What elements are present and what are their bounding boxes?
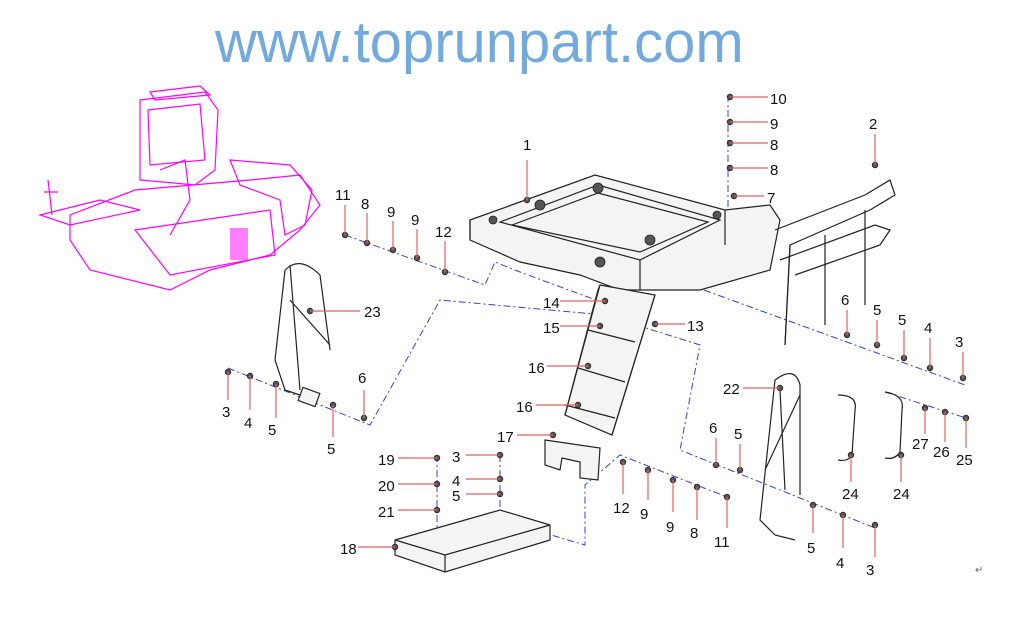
callout-2: 2 — [869, 116, 877, 133]
callout-7: 7 — [767, 190, 775, 207]
callout-6: 6 — [709, 420, 717, 437]
callout-4: 4 — [924, 320, 932, 337]
grille — [230, 228, 248, 260]
callout-21: 21 — [378, 504, 395, 521]
callout-19: 19 — [378, 452, 395, 469]
return-mark: ↵ — [975, 565, 983, 576]
callout-5: 5 — [807, 540, 815, 557]
right-handrail — [774, 179, 896, 346]
callout-10: 10 — [770, 91, 787, 108]
callout-5: 5 — [734, 426, 742, 443]
callout-3: 3 — [866, 562, 874, 579]
callout-5: 5 — [873, 302, 881, 319]
callout-5: 5 — [268, 422, 276, 439]
callout-5: 5 — [452, 488, 460, 505]
grab-handles — [837, 391, 903, 462]
callout-9: 9 — [387, 204, 395, 221]
callout-17: 17 — [497, 429, 514, 446]
callout-1: 1 — [523, 137, 531, 154]
callout-3: 3 — [955, 334, 963, 351]
callout-5: 5 — [898, 312, 906, 329]
callout-20: 20 — [378, 478, 395, 495]
callout-15: 15 — [543, 320, 560, 337]
callout-14: 14 — [543, 295, 560, 312]
callout-22: 22 — [723, 381, 740, 398]
callout-8: 8 — [361, 196, 369, 213]
callout-8: 8 — [770, 162, 778, 179]
callout-16: 16 — [516, 399, 533, 416]
callout-5: 5 — [327, 441, 335, 458]
callout-24: 24 — [893, 486, 910, 503]
callout-4: 4 — [452, 473, 460, 490]
callout-26: 26 — [933, 444, 950, 461]
callout-8: 8 — [770, 137, 778, 154]
callout-23: 23 — [364, 304, 381, 321]
callout-16: 16 — [528, 360, 545, 377]
callout-9: 9 — [640, 506, 648, 523]
watermark: www.toprunpart.com — [214, 10, 744, 75]
step-plate — [394, 509, 551, 573]
step-bracket — [544, 439, 601, 481]
callout-3: 3 — [222, 404, 230, 421]
callout-12: 12 — [613, 500, 630, 517]
callout-6: 6 — [841, 292, 849, 309]
callout-6: 6 — [358, 370, 366, 387]
callout-4: 4 — [836, 555, 844, 572]
machine-overview — [37, 85, 321, 291]
callout-24: 24 — [842, 486, 859, 503]
callout-13: 13 — [687, 318, 704, 335]
callout-12: 12 — [435, 224, 452, 241]
callout-27: 27 — [912, 436, 929, 453]
platform-frame — [469, 174, 781, 291]
callout-11: 11 — [714, 534, 730, 551]
callout-9: 9 — [770, 116, 778, 133]
callout-9: 9 — [666, 519, 674, 536]
left-handrail — [274, 263, 331, 408]
callout-3: 3 — [452, 449, 460, 466]
callout-9: 9 — [411, 212, 419, 229]
step-ladder — [564, 284, 656, 436]
callout-4: 4 — [244, 415, 252, 432]
callout-11: 11 — [335, 187, 351, 204]
callout-8: 8 — [690, 525, 698, 542]
lower-handrail — [759, 373, 801, 541]
callout-18: 18 — [340, 541, 357, 558]
callout-25: 25 — [956, 452, 973, 469]
